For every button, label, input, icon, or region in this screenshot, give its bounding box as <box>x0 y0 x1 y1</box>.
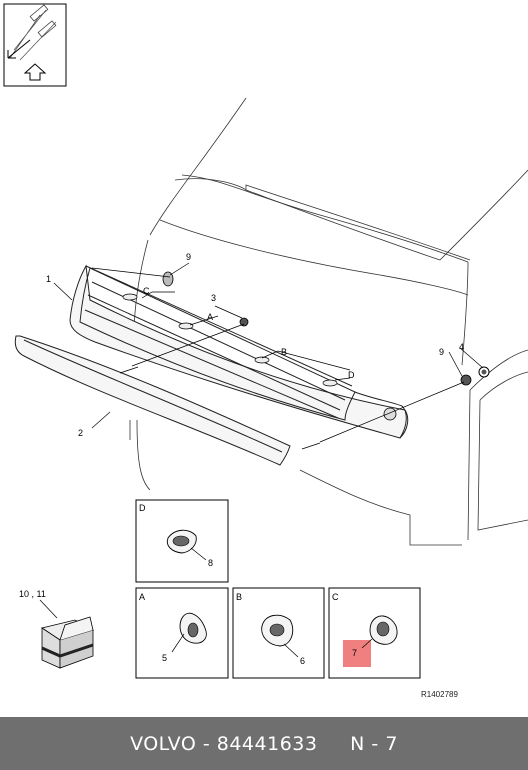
callout-B: B <box>281 347 287 357</box>
callout-C: C <box>143 286 150 296</box>
detail-box-C: C 7 <box>328 587 421 679</box>
orientation-icon <box>3 3 67 87</box>
callout-9-left: 9 <box>186 252 191 262</box>
footer-part-number: 84441633 <box>216 732 318 755</box>
detail-D-label: D <box>139 503 146 513</box>
reference-code: R1402789 <box>421 690 458 699</box>
footer-gap <box>317 733 350 755</box>
detail-box-B: B 6 <box>232 587 325 679</box>
trim-strip <box>14 335 291 466</box>
detail-box-A: A 5 <box>135 587 229 679</box>
part-7-label: 7 <box>352 648 357 658</box>
footer-bar: VOLVO - 84441633 N - 7 <box>0 717 528 770</box>
callout-A: A <box>207 312 213 322</box>
callout-10-11: 10 , 11 <box>19 589 46 599</box>
grille-panel <box>69 264 409 439</box>
part-6-label: 6 <box>300 656 305 666</box>
callout-3: 3 <box>211 293 216 303</box>
kit-box-icon <box>41 616 95 669</box>
footer-position: N - 7 <box>350 732 398 755</box>
callout-4: 4 <box>459 342 464 352</box>
truck-cab-outline <box>129 97 528 546</box>
fastener-clips <box>119 271 490 450</box>
leader-lines <box>39 262 484 619</box>
callout-2: 2 <box>78 428 83 438</box>
callout-labels: 1 2 3 4 9 9 A B C D 10 , 11 <box>19 252 464 599</box>
footer-separator: - <box>196 732 217 755</box>
footer-brand: VOLVO <box>130 732 197 755</box>
callout-9-right: 9 <box>439 347 444 357</box>
part-5-label: 5 <box>162 653 167 663</box>
part-8-label: 8 <box>208 558 213 568</box>
callout-1: 1 <box>46 274 51 284</box>
callout-D: D <box>348 370 355 380</box>
detail-A-label: A <box>139 592 145 602</box>
detail-B-label: B <box>236 592 242 602</box>
detail-box-D: D 8 <box>135 499 229 583</box>
detail-C-label: C <box>332 592 339 602</box>
